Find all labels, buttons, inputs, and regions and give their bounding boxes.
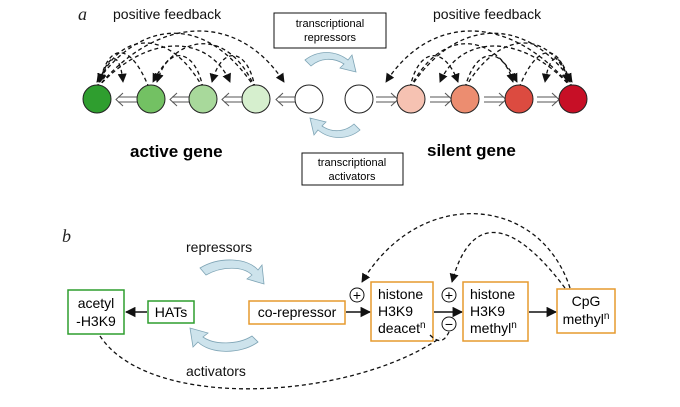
svg-text:acetyl: acetyl — [78, 295, 115, 311]
feedback-arcs-right — [385, 30, 573, 89]
co-repressor-box: co-repressor — [248, 300, 346, 325]
svg-text:histone: histone — [378, 286, 423, 302]
svg-text:co-repressor: co-repressor — [258, 304, 337, 320]
svg-text:CpG: CpG — [572, 293, 601, 309]
svg-text:H3K9: H3K9 — [470, 303, 505, 319]
feedback-arcs-left — [96, 30, 285, 89]
plus-sign-methyl: + — [441, 287, 457, 303]
chromatin-node-10 — [558, 84, 588, 114]
chromatin-node-2 — [136, 84, 166, 114]
panel-b-label: b — [62, 226, 71, 246]
active-gene-label: active gene — [130, 142, 223, 161]
chromatin-node-5 — [294, 84, 324, 114]
chromatin-state-nodes — [82, 84, 588, 114]
transcriptional-activators-box: transcriptional activators — [301, 152, 404, 186]
activators-swirl-arrow — [189, 327, 259, 352]
svg-text:repressors: repressors — [304, 32, 356, 44]
svg-text:+: + — [353, 287, 361, 303]
repressors-label: repressors — [186, 239, 252, 255]
activators-label: activators — [186, 363, 246, 379]
silent-gene-label: silent gene — [427, 141, 516, 160]
activators-curved-arrow — [309, 117, 361, 138]
svg-text:HATs: HATs — [155, 304, 187, 320]
chromatin-node-1 — [82, 84, 112, 114]
chromatin-node-4 — [241, 84, 271, 114]
minus-sign-methyl: − — [441, 316, 457, 332]
svg-text:methyln: methyln — [563, 311, 610, 327]
svg-text:+: + — [445, 287, 453, 303]
transcriptional-repressors-box: transcriptional repressors — [273, 12, 387, 49]
svg-text:deacetn: deacetn — [378, 320, 426, 336]
histone-deacetylation-box: histone H3K9 deacetn — [370, 281, 434, 342]
plus-sign-deacet: + — [349, 287, 365, 303]
svg-text:histone: histone — [470, 286, 515, 302]
svg-text:H3K9: H3K9 — [378, 303, 413, 319]
panel-b-feedback-arcs — [99, 212, 571, 390]
acetyl-h3k9-box: acetyl -H3K9 — [67, 289, 125, 335]
chromatin-node-7 — [396, 84, 426, 114]
panel-a-label: a — [78, 4, 87, 24]
svg-text:transcriptional: transcriptional — [318, 157, 386, 169]
svg-text:methyln: methyln — [470, 320, 517, 336]
svg-text:−: − — [445, 316, 453, 332]
chromatin-node-8 — [450, 84, 480, 114]
cpg-methylation-box: CpG methyln — [556, 288, 616, 334]
svg-text:transcriptional: transcriptional — [296, 18, 364, 30]
histone-methylation-box: histone H3K9 methyln — [462, 281, 529, 342]
repressors-swirl-arrow — [199, 259, 265, 285]
positive-feedback-left-label: positive feedback — [113, 6, 222, 22]
repressors-curved-arrow — [304, 52, 357, 73]
chromatin-node-9 — [504, 84, 534, 114]
node-transition-arrows — [115, 92, 560, 107]
positive-feedback-right-label: positive feedback — [433, 6, 542, 22]
chromatin-node-3 — [188, 84, 218, 114]
chromatin-node-6 — [344, 84, 374, 114]
hats-box: HATs — [147, 300, 195, 324]
svg-text:-H3K9: -H3K9 — [76, 313, 116, 329]
svg-text:activators: activators — [328, 171, 376, 183]
